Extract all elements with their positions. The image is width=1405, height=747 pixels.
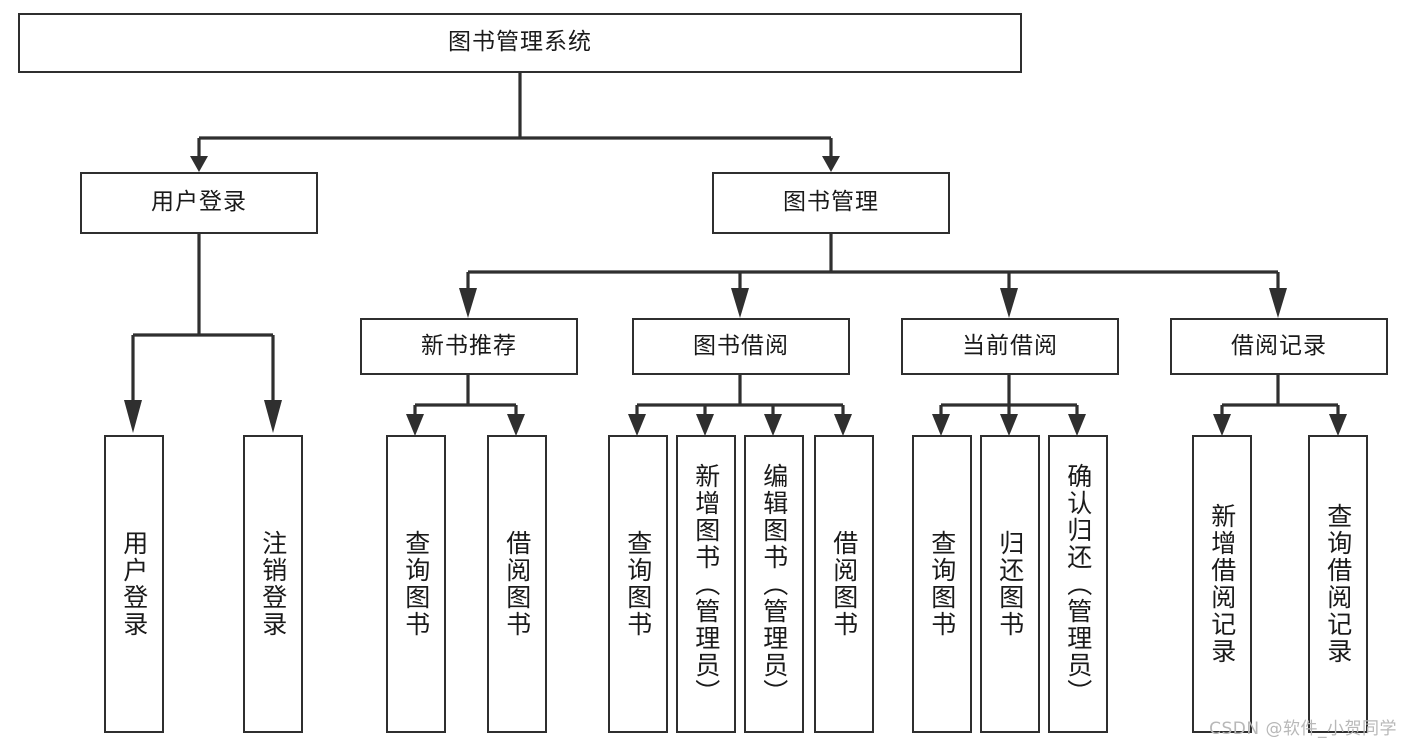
node-new-book-recommend-label: 新书推荐 <box>421 332 517 359</box>
node-user-login-label: 用户登录 <box>151 189 247 216</box>
leaf-query-book-recommend[interactable]: 查询图书 <box>386 435 446 733</box>
leaf-query-book-current-label: 查询图书 <box>927 530 957 638</box>
leaf-user-login[interactable]: 用户登录 <box>104 435 164 733</box>
watermark: CSDN @软件_小贺同学 <box>1209 719 1397 739</box>
node-borrow-record[interactable]: 借阅记录 <box>1170 318 1388 375</box>
leaf-query-borrow-record-label: 查询借阅记录 <box>1323 503 1353 665</box>
leaf-query-book-borrow[interactable]: 查询图书 <box>608 435 668 733</box>
leaf-return-book[interactable]: 归还图书 <box>980 435 1040 733</box>
node-book-borrow[interactable]: 图书借阅 <box>632 318 850 375</box>
leaf-borrow-book-label: 借阅图书 <box>829 530 859 638</box>
node-borrow-record-label: 借阅记录 <box>1231 332 1327 359</box>
leaf-add-borrow-record[interactable]: 新增借阅记录 <box>1192 435 1252 733</box>
leaf-return-book-label: 归还图书 <box>995 530 1025 638</box>
leaf-add-book-admin[interactable]: 新增图书（管理员） <box>676 435 736 733</box>
node-user-login[interactable]: 用户登录 <box>80 172 318 234</box>
leaf-confirm-return-admin[interactable]: 确认归还（管理员） <box>1048 435 1108 733</box>
leaf-edit-book-admin[interactable]: 编辑图书（管理员） <box>744 435 804 733</box>
leaf-query-borrow-record[interactable]: 查询借阅记录 <box>1308 435 1368 733</box>
node-book-borrow-label: 图书借阅 <box>693 332 789 359</box>
leaf-borrow-book-recommend[interactable]: 借阅图书 <box>487 435 547 733</box>
leaf-borrow-book[interactable]: 借阅图书 <box>814 435 874 733</box>
node-root[interactable]: 图书管理系统 <box>18 13 1022 73</box>
leaf-logout-label: 注销登录 <box>258 530 288 638</box>
leaf-borrow-book-recommend-label: 借阅图书 <box>502 530 532 638</box>
node-new-book-recommend[interactable]: 新书推荐 <box>360 318 578 375</box>
node-current-borrow[interactable]: 当前借阅 <box>901 318 1119 375</box>
leaf-edit-book-admin-label: 编辑图书（管理员） <box>759 462 789 706</box>
leaf-logout[interactable]: 注销登录 <box>243 435 303 733</box>
node-book-management-label: 图书管理 <box>783 189 879 216</box>
leaf-add-book-admin-label: 新增图书（管理员） <box>691 462 721 706</box>
leaf-query-book-borrow-label: 查询图书 <box>623 530 653 638</box>
leaf-confirm-return-admin-label: 确认归还（管理员） <box>1063 462 1093 706</box>
leaf-query-book-current[interactable]: 查询图书 <box>912 435 972 733</box>
node-book-management[interactable]: 图书管理 <box>712 172 950 234</box>
node-root-label: 图书管理系统 <box>448 29 592 56</box>
leaf-query-book-recommend-label: 查询图书 <box>401 530 431 638</box>
leaf-user-login-label: 用户登录 <box>119 530 149 638</box>
node-current-borrow-label: 当前借阅 <box>962 332 1058 359</box>
leaf-add-borrow-record-label: 新增借阅记录 <box>1207 503 1237 665</box>
